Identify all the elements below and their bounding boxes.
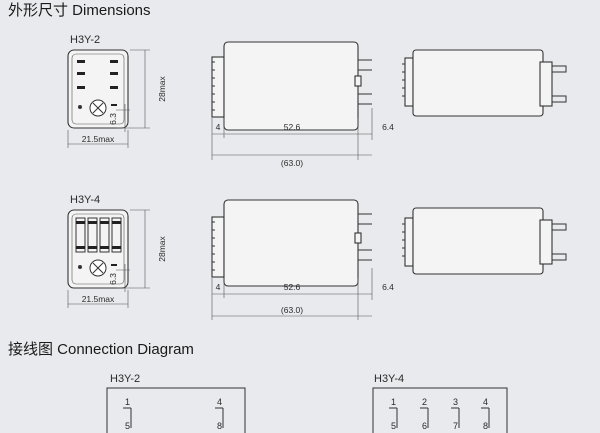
- h3y2-pin-8: 8: [217, 421, 222, 431]
- h3y4-panel-dim: 4: [216, 282, 221, 292]
- h3y2-offset-dim: 6.3: [108, 113, 118, 125]
- h3y4-pin-6: 6: [422, 421, 427, 431]
- h3y4-pin-2: 2: [422, 397, 427, 407]
- connection-heading: 接线图 Connection Diagram: [8, 341, 194, 358]
- h3y2-conn-model: H3Y-2: [110, 373, 140, 385]
- h3y4-pin-8: 8: [483, 421, 488, 431]
- h3y2-mounted-view: [402, 49, 567, 117]
- h3y4-length-dim: 52.6: [284, 282, 301, 292]
- h3y2-side-view: [211, 41, 372, 131]
- h3y2-dimensions: H3Y-2 28max 6.3 21.5max: [67, 34, 567, 168]
- h3y2-pin-1: 1: [125, 397, 130, 407]
- h3y4-height-dim: 28max: [157, 235, 167, 261]
- h3y2-pins-dim: 6.4: [382, 122, 394, 132]
- h3y4-led-icon: [78, 265, 82, 269]
- h3y4-front-view: [67, 209, 129, 289]
- h3y2-panel-dim: 4: [216, 122, 221, 132]
- h3y4-connection: H3Y-4 1 2 3 4 5 6 7 8: [372, 373, 508, 433]
- h3y4-pin-5: 5: [391, 421, 396, 431]
- h3y4-side-view: [211, 199, 372, 287]
- h3y2-pin-4: 4: [217, 397, 222, 407]
- h3y4-pin-4: 4: [483, 397, 488, 407]
- h3y2-model-label: H3Y-2: [70, 34, 100, 46]
- h3y4-pin-1: 1: [391, 397, 396, 407]
- h3y4-total-dim: (63.0): [281, 305, 303, 315]
- h3y2-led-icon: [78, 105, 82, 109]
- dimensions-heading: 外形尺寸 Dimensions: [8, 2, 151, 19]
- h3y2-connection: H3Y-2 1 4 5 8: [106, 373, 246, 433]
- h3y4-pin-7: 7: [453, 421, 458, 431]
- h3y4-pin-3: 3: [453, 397, 458, 407]
- h3y4-width-dim: 21.5max: [82, 294, 115, 304]
- h3y4-dimensions: H3Y-4 28max 6.3 21.5max: [67, 194, 567, 320]
- h3y4-model-label: H3Y-4: [70, 194, 100, 206]
- h3y2-pin-5: 5: [125, 421, 130, 431]
- h3y2-height-dim: 28max: [157, 75, 167, 101]
- h3y4-offset-dim: 6.3: [108, 273, 118, 285]
- h3y4-conn-model: H3Y-4: [374, 373, 404, 385]
- h3y2-total-dim: (63.0): [281, 158, 303, 168]
- h3y4-pins-dim: 6.4: [382, 282, 394, 292]
- h3y2-length-dim: 52.6: [284, 122, 301, 132]
- h3y2-front-view: [67, 49, 129, 129]
- h3y4-mounted-view: [402, 207, 567, 275]
- h3y2-width-dim: 21.5max: [82, 134, 115, 144]
